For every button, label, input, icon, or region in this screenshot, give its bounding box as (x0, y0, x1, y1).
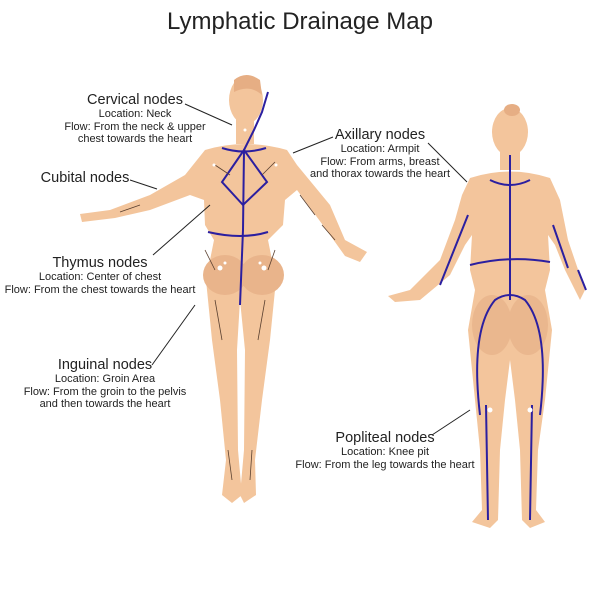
popliteal-nodes-location: Location: Knee pit (340, 446, 430, 458)
cervical-nodes-location: Location: Neck (98, 108, 172, 120)
popliteal-nodes-flow: Flow: From the leg towards the heart (295, 458, 475, 471)
leader-lines (129, 103, 471, 436)
axillary-nodes-label: Axillary nodes Location: Armpit Flow: Fr… (310, 127, 450, 181)
cervical-nodes-name: Cervical nodes (87, 92, 183, 108)
inguinal-nodes-location: Location: Groin Area (54, 373, 156, 385)
popliteal-leader-line (431, 409, 471, 436)
cervical-nodes-flow-1: Flow: From the neck & upper (64, 120, 206, 133)
back-lymph-vessels (439, 155, 587, 521)
axillary-nodes-location: Location: Armpit (340, 143, 420, 155)
inguinal-nodes-flow-2: and then towards the heart (39, 398, 171, 410)
inguinal-leader-line (151, 304, 196, 366)
cervical-leader-line (184, 103, 233, 126)
axillary-nodes-flow-2: and thorax towards the heart (309, 168, 451, 180)
inguinal-nodes-name: Inguinal nodes (57, 357, 153, 373)
inguinal-nodes-label: Inguinal nodes Location: Groin Area Flow… (24, 357, 187, 411)
axillary-leader-line-back (427, 142, 468, 183)
cervical-nodes-flow-2: chest towards the heart (77, 133, 193, 145)
thymus-leader-line (152, 204, 211, 256)
front-flow-arrows (119, 161, 336, 481)
inguinal-nodes-flow-1: Flow: From the groin to the pelvis (23, 385, 187, 398)
front-lymph-vessels (207, 91, 269, 306)
cubital-nodes-name: Cubital nodes (40, 170, 130, 186)
popliteal-nodes-label: Popliteal nodes Location: Knee pit Flow:… (295, 430, 474, 471)
axillary-nodes-flow-1: Flow: From arms, breast (320, 155, 440, 168)
front-lymph-nodes (212, 128, 278, 271)
axillary-nodes-name: Axillary nodes (334, 127, 426, 143)
page-title: Lymphatic Drainage Map (167, 8, 433, 35)
thymus-nodes-location: Location: Center of chest (38, 271, 162, 283)
thymus-nodes-name: Thymus nodes (52, 255, 148, 271)
thymus-nodes-flow: Flow: From the chest towards the heart (4, 283, 196, 296)
cervical-nodes-label: Cervical nodes Location: Neck Flow: From… (64, 92, 205, 146)
cubital-nodes-label: Cubital nodes (41, 170, 130, 186)
axillary-leader-line-front (292, 136, 334, 154)
thymus-nodes-label: Thymus nodes Location: Center of chest F… (5, 255, 196, 296)
back-lymph-nodes (487, 407, 533, 413)
cubital-leader-line (129, 179, 158, 190)
popliteal-nodes-name: Popliteal nodes (335, 430, 435, 446)
